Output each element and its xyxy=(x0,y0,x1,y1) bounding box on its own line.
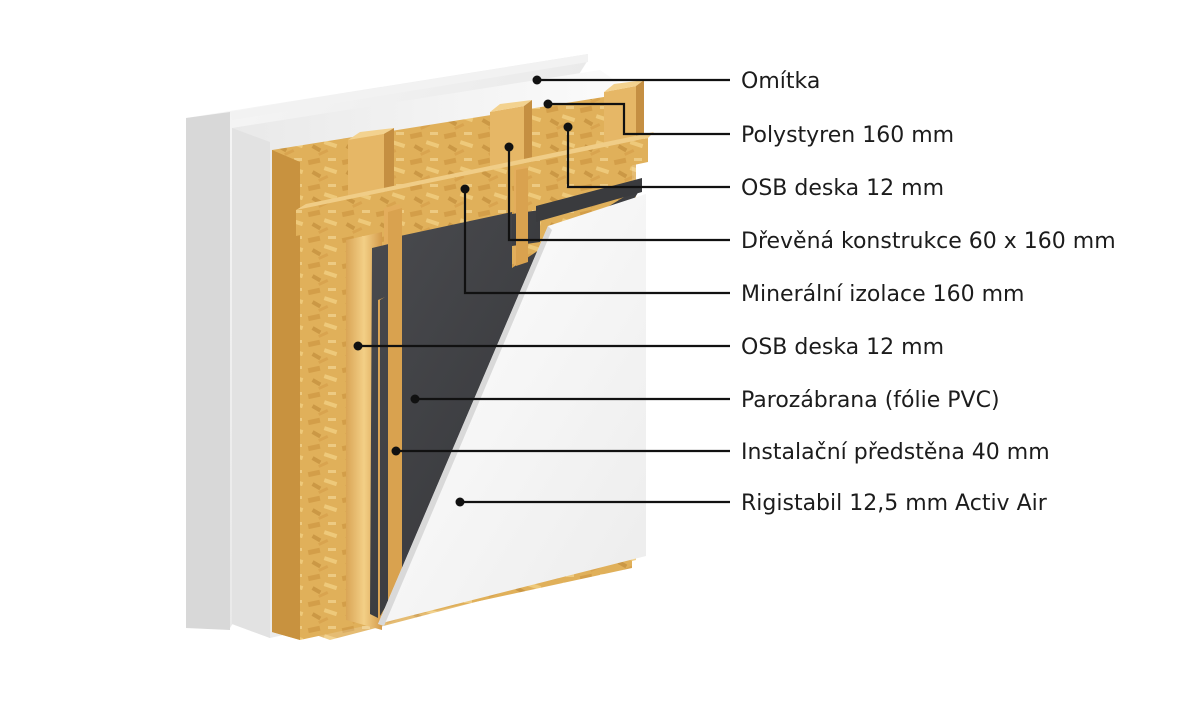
leader-osb-outer xyxy=(566,127,730,189)
label-osb-outer: OSB deska 12 mm xyxy=(741,176,944,201)
labels: Omítka Polystyren 160 mm OSB deska 12 mm… xyxy=(741,69,1116,516)
label-predstena: Instalační předstěna 40 mm xyxy=(741,440,1050,465)
label-omitka: Omítka xyxy=(741,69,820,94)
layer-predstena xyxy=(388,168,528,602)
label-osb-inner: OSB deska 12 mm xyxy=(741,335,944,360)
label-konstrukce: Dřevěná konstrukce 60 x 160 mm xyxy=(741,229,1116,254)
label-parozabrana: Parozábrana (fólie PVC) xyxy=(741,388,1000,413)
leader-mineralni xyxy=(463,189,730,295)
leader-polystyren xyxy=(548,102,730,136)
layer-rigistabil xyxy=(378,194,646,626)
leader-lines xyxy=(353,75,730,507)
label-mineralni: Minerální izolace 160 mm xyxy=(741,282,1024,307)
label-polystyren: Polystyren 160 mm xyxy=(741,123,954,148)
label-rigistabil: Rigistabil 12,5 mm Activ Air xyxy=(741,491,1048,516)
leader-konstrukce xyxy=(507,147,730,242)
